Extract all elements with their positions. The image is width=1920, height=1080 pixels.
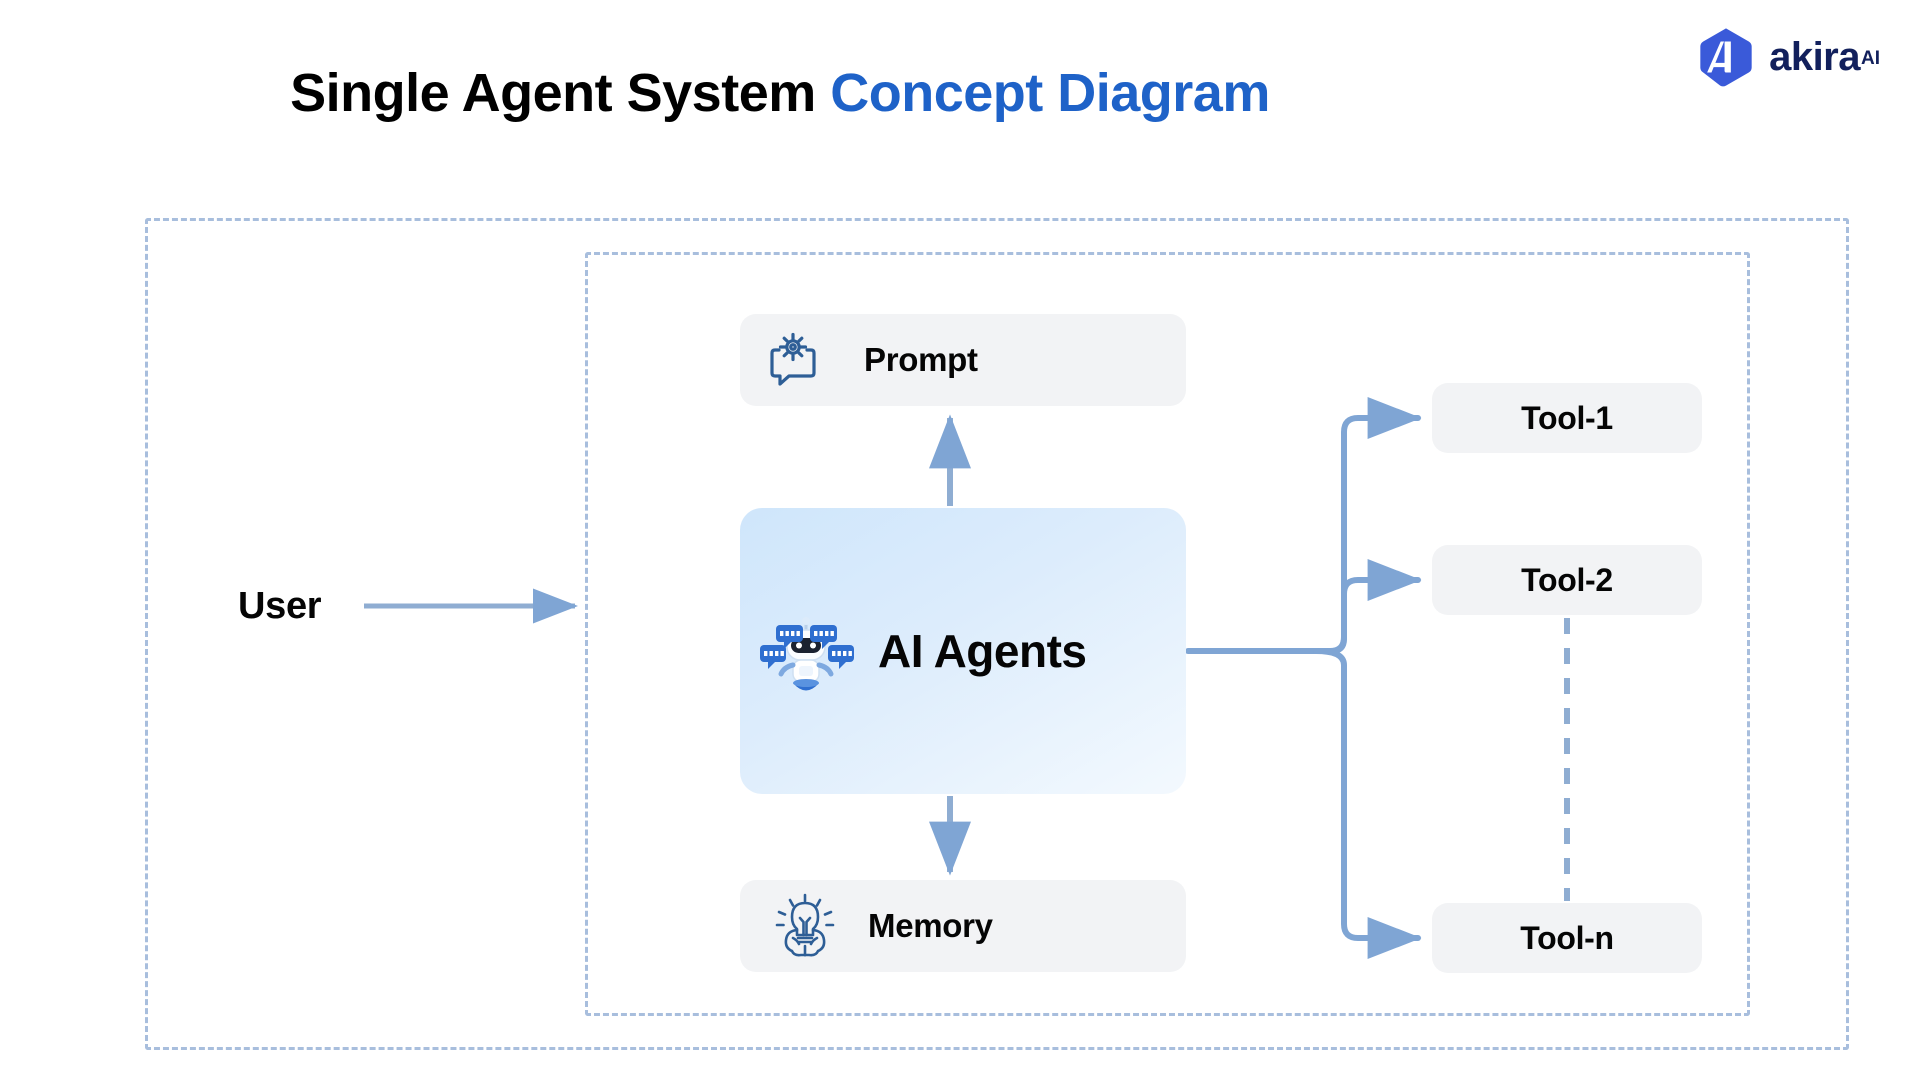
page-title-primary: Single Agent System (290, 63, 816, 123)
node-tool-1-label: Tool-1 (1521, 399, 1613, 436)
robot-chat-icon (748, 597, 864, 705)
node-ai-agents[interactable]: AI Agents (740, 508, 1186, 794)
page-title: Single Agent System Concept Diagram (0, 62, 1560, 124)
node-prompt[interactable]: Prompt (740, 314, 1186, 406)
akira-hexagon-logo-icon (1700, 28, 1752, 87)
node-tool-2[interactable]: Tool-2 (1432, 545, 1702, 615)
node-tool-1[interactable]: Tool-1 (1432, 383, 1702, 453)
lightbulb-brain-icon (770, 889, 840, 963)
node-memory[interactable]: Memory (740, 880, 1186, 972)
node-tool-2-label: Tool-2 (1521, 561, 1613, 598)
outer-system-boundary (145, 218, 1849, 1050)
brand-logo: akiraAI (1695, 26, 1880, 88)
page-title-accent: Concept Diagram (830, 63, 1270, 123)
node-tool-n-label: Tool-n (1520, 919, 1614, 956)
brand-wordmark: akira (1769, 35, 1860, 79)
node-tool-n[interactable]: Tool-n (1432, 903, 1702, 973)
user-label: User (238, 585, 322, 627)
node-prompt-label: Prompt (864, 341, 978, 378)
inner-agent-boundary (585, 252, 1750, 1016)
brand-superscript: AI (1861, 47, 1880, 69)
speech-bubble-gear-icon (760, 323, 834, 397)
node-ai-agents-label: AI Agents (878, 625, 1087, 677)
node-memory-label: Memory (868, 907, 993, 944)
